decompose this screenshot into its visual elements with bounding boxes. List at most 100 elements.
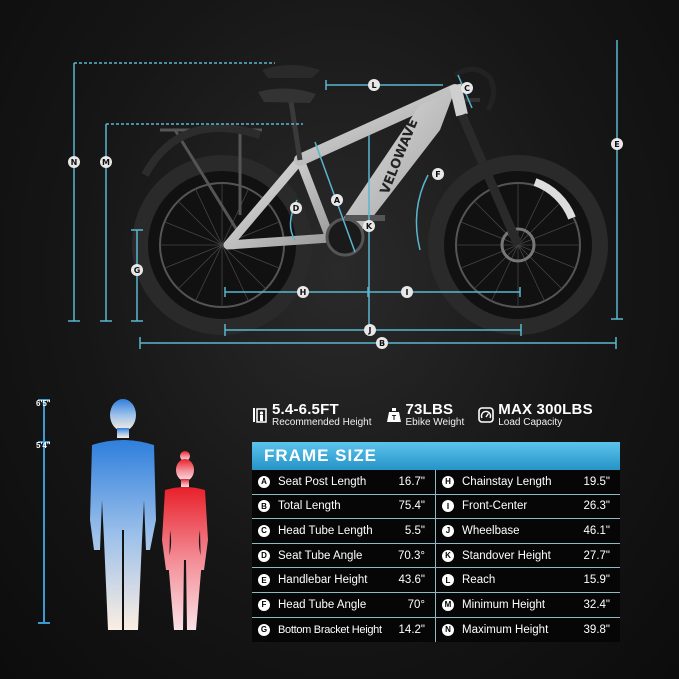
- spec-label: Front-Center: [462, 500, 528, 513]
- dim-key-badge: I: [442, 500, 454, 513]
- height-comparison-figure: [38, 399, 208, 630]
- spec-main: 5.4-6.5FT: [272, 401, 339, 418]
- spec-label: Seat Post Length: [278, 475, 367, 488]
- dim-label-k: K: [363, 220, 375, 232]
- dim-label-j: J: [364, 324, 376, 336]
- spec-cell: E Handlebar Height 43.6": [252, 568, 436, 592]
- bike-frame-icon: VELOWAVE: [223, 65, 523, 257]
- spec-value: 39.8": [583, 623, 610, 636]
- spec-cell: G Bottom Bracket Height 14.2": [252, 617, 436, 643]
- female-silhouette-icon: [162, 451, 208, 630]
- spec-load-capacity: MAX 300LBS Load Capacity: [478, 398, 593, 432]
- spec-label: Maximum Height: [462, 623, 549, 636]
- table-row: C Head Tube Length 5.5" J Wheelbase 46.1…: [252, 519, 620, 544]
- spec-value: 19.5": [583, 475, 610, 488]
- dim-label-f: F: [432, 168, 444, 180]
- dim-key-badge: G: [258, 623, 270, 636]
- spec-value: 75.4": [398, 500, 425, 513]
- dim-key-badge: M: [442, 598, 454, 611]
- spec-label: Reach: [462, 574, 496, 587]
- spec-label: Head Tube Angle: [278, 598, 367, 611]
- spec-sub: Recommended Height: [272, 417, 372, 428]
- dim-label-l: L: [368, 79, 380, 91]
- spec-value: 27.7": [583, 549, 610, 562]
- table-row: E Handlebar Height 43.6" L Reach 15.9": [252, 568, 620, 593]
- spec-value: 43.6": [398, 574, 425, 587]
- height-icon: [252, 407, 268, 423]
- frame-size-title: FRAME SIZE: [252, 442, 620, 470]
- spec-cell: C Head Tube Length 5.5": [252, 519, 436, 543]
- spec-label: Wheelbase: [462, 524, 520, 537]
- spec-value: 16.7": [398, 475, 425, 488]
- dim-key-badge: B: [258, 500, 270, 513]
- spec-label: Standover Height: [462, 549, 551, 562]
- spec-cell: M Minimum Height 32.4": [436, 593, 620, 617]
- gauge-icon: [478, 407, 495, 423]
- spec-label: Bottom Bracket Height: [278, 623, 382, 636]
- dim-label-e: E: [611, 138, 623, 150]
- dim-label-b: B: [376, 337, 388, 349]
- dim-label-i: I: [401, 286, 413, 298]
- dim-label-m: M: [100, 156, 112, 168]
- bike-geometry-diagram: VELOWAVE: [68, 40, 623, 349]
- spec-sub: Load Capacity: [498, 417, 563, 428]
- spec-cell: F Head Tube Angle 70°: [252, 592, 436, 617]
- dim-key-badge: A: [258, 475, 270, 488]
- spec-cell: D Seat Tube Angle 70.3°: [252, 543, 436, 568]
- dim-label-a: A: [331, 194, 343, 206]
- weight-icon: T: [386, 407, 402, 423]
- table-row: A Seat Post Length 16.7" H Chainstay Len…: [252, 470, 620, 495]
- frame-size-rows: A Seat Post Length 16.7" H Chainstay Len…: [252, 470, 620, 643]
- spec-main: MAX 300LBS: [498, 401, 593, 418]
- spec-label: Head Tube Length: [278, 524, 373, 537]
- spec-value: 14.2": [398, 623, 425, 636]
- height-tick-high: 6'5": [36, 399, 51, 408]
- spec-cell: H Chainstay Length 19.5": [436, 470, 620, 494]
- table-row: F Head Tube Angle 70° M Minimum Height 3…: [252, 592, 620, 618]
- rear-rack-icon: [141, 124, 262, 236]
- dim-label-n: N: [68, 156, 80, 168]
- dim-key-badge: K: [442, 549, 454, 562]
- spec-sub: Ebike Weight: [405, 417, 465, 428]
- spec-value: 32.4": [583, 598, 610, 611]
- table-row: G Bottom Bracket Height 14.2" N Maximum …: [252, 617, 620, 643]
- table-row: B Total Length 75.4" I Front-Center 26.3…: [252, 494, 620, 520]
- spec-label: Minimum Height: [462, 598, 546, 611]
- spec-cell: K Standover Height 27.7": [436, 544, 620, 568]
- dim-key-badge: L: [442, 574, 454, 587]
- spec-cell: L Reach 15.9": [436, 568, 620, 592]
- dim-label-g: G: [131, 264, 143, 276]
- spec-value: 70°: [407, 598, 425, 611]
- spec-label: Chainstay Length: [462, 475, 552, 488]
- dim-label-c: C: [461, 82, 473, 94]
- dim-label-d: D: [290, 202, 302, 214]
- spec-recommended-height: 5.4-6.5FT Recommended Height: [252, 398, 372, 432]
- dim-key-badge: F: [258, 598, 270, 611]
- male-silhouette-icon: [90, 399, 156, 630]
- spec-cell: J Wheelbase 46.1": [436, 519, 620, 543]
- spec-main: 73LBS: [405, 401, 454, 418]
- frame-size-table: FRAME SIZE A Seat Post Length 16.7" H Ch…: [252, 442, 620, 643]
- spec-label: Total Length: [278, 500, 341, 513]
- spec-cell: N Maximum Height 39.8": [436, 618, 620, 643]
- spec-value: 5.5": [404, 524, 425, 537]
- spec-cell: I Front-Center 26.3": [436, 495, 620, 519]
- dim-key-badge: E: [258, 574, 270, 587]
- table-row: D Seat Tube Angle 70.3° K Standover Heig…: [252, 543, 620, 569]
- spec-value: 26.3": [583, 500, 610, 513]
- svg-text:T: T: [391, 415, 396, 422]
- spec-cell: A Seat Post Length 16.7": [252, 470, 436, 494]
- dim-key-badge: D: [258, 549, 270, 562]
- spec-label: Handlebar Height: [278, 574, 368, 587]
- spec-ebike-weight: T 73LBS Ebike Weight: [386, 398, 465, 432]
- spec-value: 70.3°: [398, 549, 425, 562]
- dim-key-badge: H: [442, 475, 454, 488]
- dim-key-badge: J: [442, 524, 454, 537]
- dim-label-h: H: [297, 286, 309, 298]
- spec-cell: B Total Length 75.4": [252, 494, 436, 519]
- dim-key-badge: N: [442, 623, 454, 636]
- spec-value: 46.1": [583, 524, 610, 537]
- spec-label: Seat Tube Angle: [278, 549, 363, 562]
- key-specs: 5.4-6.5FT Recommended Height T 73LBS Ebi…: [252, 398, 622, 432]
